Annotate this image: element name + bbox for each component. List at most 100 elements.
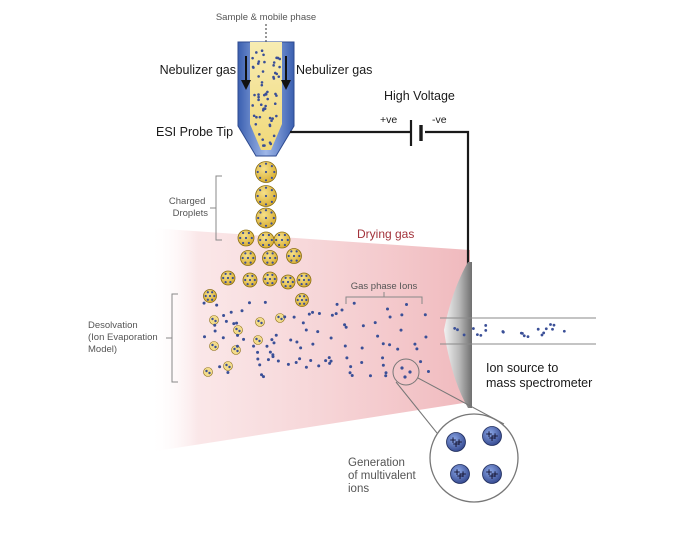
beam-ion <box>552 323 556 327</box>
multivalent-ion: +++ <box>450 464 470 484</box>
gas-phase-ions-label: Gas phase Ions <box>351 281 418 292</box>
nebulizer-gas-left-label: Nebulizer gas <box>160 63 236 77</box>
sample-molecule <box>257 95 260 99</box>
sample-molecule <box>263 144 266 147</box>
beam-ion <box>501 330 505 333</box>
gas-phase-ion <box>270 338 274 342</box>
charged-droplet <box>273 231 291 249</box>
beam-ion <box>522 334 526 338</box>
plus-icon: + <box>488 472 496 482</box>
gas-phase-ion <box>335 302 339 306</box>
sample-molecule <box>253 93 256 97</box>
charged-droplet <box>296 272 312 288</box>
charged-droplet <box>280 274 296 290</box>
charged-droplet <box>203 289 217 303</box>
gas-phase-ion <box>424 335 428 339</box>
sample-molecule <box>268 141 272 144</box>
charged-droplet <box>257 231 275 249</box>
ion-cluster <box>231 345 241 355</box>
gas-phase-ion <box>295 340 299 344</box>
probe-tip-label: ESI Probe Tip <box>156 125 233 139</box>
gas-phase-ion <box>388 343 392 347</box>
gas-phase-ion <box>265 344 269 348</box>
ion-cluster <box>255 317 265 327</box>
gas-phase-ion <box>256 350 260 354</box>
sample-molecule <box>251 104 254 107</box>
sample-molecule <box>272 61 276 64</box>
sample-molecule <box>260 83 264 87</box>
desolvation-label: Desolvation (Ion Evaporation Model) <box>88 320 160 355</box>
sample-molecule <box>266 97 270 101</box>
beam-ion <box>562 329 566 333</box>
sample-molecule <box>257 75 260 78</box>
sample-molecule <box>259 103 263 107</box>
gas-phase-ion <box>419 360 423 364</box>
sample-molecule <box>261 70 265 73</box>
sample-label: Sample & mobile phase <box>216 12 316 23</box>
gas-phase-ion <box>289 338 293 342</box>
gas-phase-ion <box>236 333 240 337</box>
sample-molecule <box>251 65 255 69</box>
charged-droplet <box>240 250 256 266</box>
ion-cluster <box>209 341 219 351</box>
sample-molecule <box>275 94 278 97</box>
beam-ion <box>475 333 479 337</box>
gas-phase-ion <box>317 311 321 315</box>
charged-droplets <box>203 161 312 307</box>
multivalent-ion: +++ <box>482 426 502 446</box>
gas-phase-ion <box>388 315 392 319</box>
gas-phase-ion <box>221 336 225 340</box>
beam-ion <box>462 333 466 337</box>
beam-ion <box>484 324 488 327</box>
beam-ion <box>536 327 540 331</box>
gas-phase-ion <box>317 364 321 368</box>
charged-droplet <box>220 270 236 286</box>
sample-molecule <box>268 116 272 120</box>
gas-phase-ion <box>229 310 233 314</box>
sample-molecule <box>271 117 274 120</box>
plus-icon: + <box>485 430 493 440</box>
sample-molecule <box>255 51 258 54</box>
multivalent-ion: +++ <box>446 432 466 452</box>
gas-phase-ion <box>396 347 400 351</box>
gas-phase-ion <box>384 371 388 375</box>
gas-phase-ion <box>399 328 403 332</box>
gas-phase-ion <box>328 361 332 365</box>
sample-molecule <box>255 115 258 119</box>
gas-phase-ion <box>405 303 409 307</box>
sample-molecule <box>277 75 281 78</box>
gas-phase-ion <box>261 375 265 379</box>
gas-phase-ion <box>240 309 244 313</box>
sample-molecule <box>278 65 281 69</box>
beam-ion <box>520 331 524 335</box>
gas-phase-ion <box>311 342 315 346</box>
charged-droplet <box>286 248 302 264</box>
gas-phase-ion <box>349 365 353 369</box>
ion <box>205 369 208 373</box>
gas-phase-ion <box>252 344 256 348</box>
gas-phase-ion <box>294 361 298 365</box>
gas-phase-ion <box>266 358 270 362</box>
gas-phase-ion <box>226 371 230 375</box>
gas-phase-ion <box>415 347 419 351</box>
plus-icon: + <box>459 470 467 480</box>
multivalent-zoom: ++++++++++++ <box>392 358 519 503</box>
beam-ion <box>544 327 548 331</box>
ion <box>211 343 214 347</box>
beam-ion <box>456 328 459 332</box>
gas-phase-ion <box>247 301 251 305</box>
gas-phase-ion <box>316 330 320 334</box>
gas-phase-ion <box>373 321 377 325</box>
beam-ion <box>479 333 483 337</box>
plus-icon: + <box>453 468 461 478</box>
gas-phase-ion <box>271 355 275 359</box>
gas-phase-ion <box>403 375 407 379</box>
gas-phase-ion <box>324 359 328 363</box>
sample-molecule <box>278 57 282 61</box>
charged-droplet <box>255 161 277 183</box>
beam-ion <box>542 331 546 335</box>
sample-molecule <box>252 114 256 118</box>
gas-phase-ion <box>203 335 207 339</box>
charged-droplet <box>237 229 255 247</box>
battery-icon <box>409 120 423 146</box>
